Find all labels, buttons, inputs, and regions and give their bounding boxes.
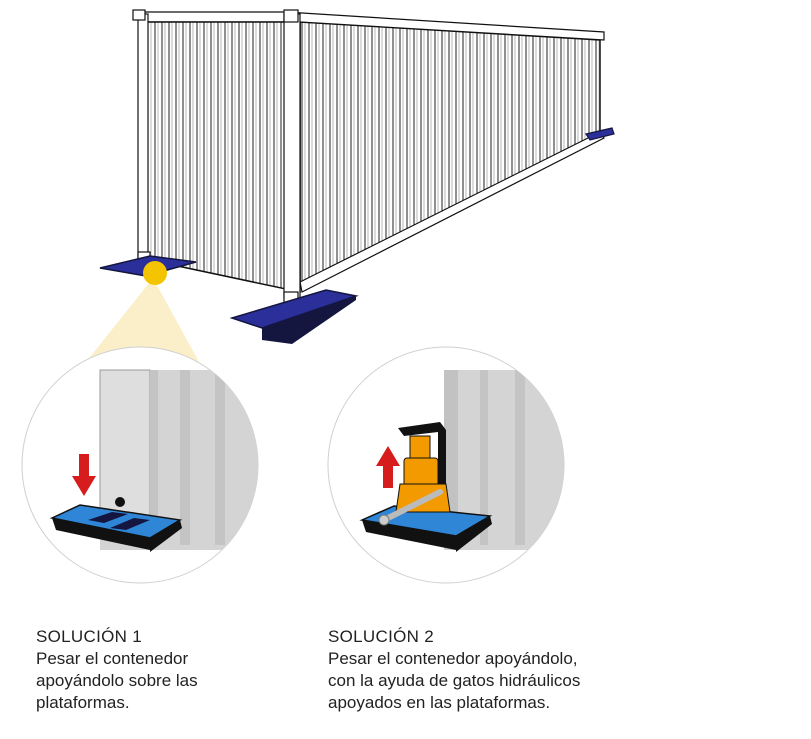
weighing-platforms-top	[99, 127, 615, 344]
corner-casting-tr	[283, 9, 299, 23]
platform-back-right	[585, 127, 615, 141]
detail-circle-2	[327, 346, 565, 584]
container-end-panel	[139, 21, 301, 293]
arrow-down-icon	[72, 454, 96, 496]
caption-2-line-2: con la ayuda de gatos hidráulicos	[328, 671, 581, 690]
caption-1-line-3: plataformas.	[36, 693, 130, 712]
shipping-container	[132, 9, 605, 305]
caption-solution-1: SOLUCIÓN 1 Pesar el contenedor apoyándol…	[36, 626, 296, 714]
highlight-spot	[143, 261, 167, 285]
corner-post-left	[137, 13, 149, 263]
caption-2-line-3: apoyados en las plataformas.	[328, 693, 551, 712]
twist-lock-hole	[115, 497, 125, 507]
container-bottom-rail	[299, 131, 605, 293]
caption-2-line-1: Pesar el contenedor apoyándolo,	[328, 649, 578, 668]
detail-circle-1	[21, 346, 259, 584]
caption-1-title: SOLUCIÓN 1	[36, 627, 142, 646]
container-roof-edge	[132, 11, 302, 23]
platform-front-base	[232, 296, 356, 344]
corner-post-right	[283, 13, 301, 299]
hydraulic-jack-icon	[378, 435, 451, 526]
caption-2-title: SOLUCIÓN 2	[328, 627, 434, 646]
caption-1-line-2: apoyándolo sobre las	[36, 671, 198, 690]
corner-casting-tl	[132, 9, 146, 21]
caption-solution-2: SOLUCIÓN 2 Pesar el contenedor apoyándol…	[328, 626, 668, 714]
caption-1-line-1: Pesar el contenedor	[36, 649, 189, 668]
arrow-up-icon	[376, 446, 400, 488]
